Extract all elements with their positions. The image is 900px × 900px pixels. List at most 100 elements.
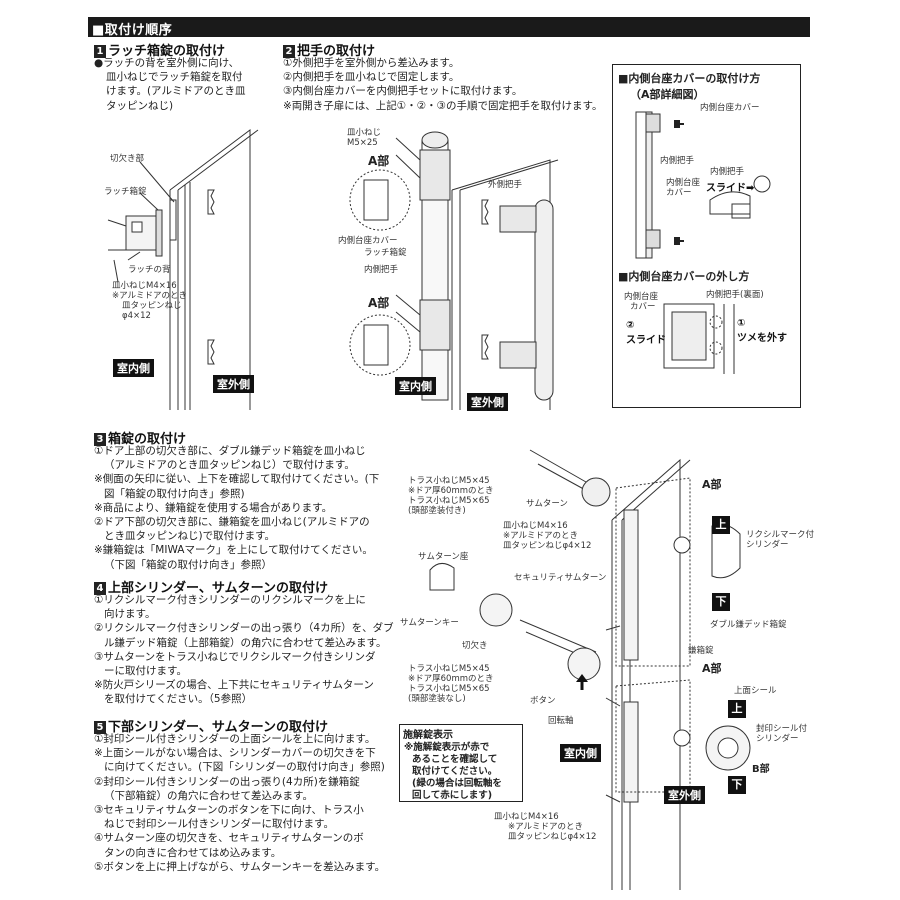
lock-note-line: ※施解錠表示が赤で — [404, 742, 490, 753]
label-latch-lock: ラッチ箱錠 — [104, 187, 147, 197]
cover-diagram — [635, 111, 771, 259]
label-top-seal: 上面シール — [734, 686, 777, 696]
section5-line: タンの向きに合わせてはめ込みます。 — [104, 846, 282, 859]
section4-line: ーに取付けます。 — [104, 665, 187, 678]
section3-line: 図「箱錠の取付け向き」参照) — [104, 487, 245, 500]
label-a-part-3: A部 — [702, 478, 722, 491]
section4-line: ②リクシルマーク付きシリンダーの出っ張り（4カ所）を、ダブ — [94, 622, 394, 635]
section5-line: に向けてください。(下図「シリンダーの取付け向き」参照) — [104, 761, 385, 774]
section1-line: 皿小ねじでラッチ箱錠を取付 — [106, 71, 243, 84]
label-screw-m4-line: 皿小ねじM4×16 — [503, 521, 568, 531]
label-truss-lower-line: トラス小ねじM5×65 — [408, 684, 490, 694]
label-screw: 皿小ねじM4×16 ※アルミドアのとき 皿タッピンねじ φ4×12 — [112, 281, 187, 321]
section2-title-text: 把手の取付け — [297, 44, 376, 59]
label-security-turn: セキュリティサムターン — [514, 573, 607, 583]
section3-line: とき皿タッピンねじ)で取付けます。 — [104, 530, 276, 543]
label-bottom-line: 皿小ねじM4×16 — [494, 812, 559, 822]
label-up-1: 上 — [712, 516, 730, 534]
section1-number: 1 — [94, 45, 106, 58]
section4-title-text: 上部シリンダー、サムターンの取付け — [108, 581, 328, 596]
label-b-part: B部 — [752, 764, 770, 775]
label-outside-3: 室外側 — [664, 786, 705, 804]
cover-label-line: カバー — [666, 188, 692, 198]
label-outer-handle: 外側把手 — [488, 180, 523, 190]
label-thumbturn: サムターン — [526, 499, 568, 509]
label-truss-line: トラス小ねじM5×45 — [408, 476, 490, 486]
section4-line: ③サムターンをトラス小ねじでリクシルマーク付きシリンダ — [94, 650, 376, 663]
lock-note-line: 回して赤にします) — [412, 790, 493, 801]
label-button: ボタン — [530, 696, 556, 706]
section3-body: ①ドア上部の切欠き部に、ダブル鎌デッド箱錠を皿小ねじ （アルミドアのとき皿タッピ… — [94, 444, 394, 572]
label-inside: 室内側 — [113, 359, 154, 377]
label-a-part-1: A部 — [368, 154, 390, 168]
cover-remove-line: 内側台座 — [624, 292, 659, 302]
label-seal-line: シリンダー — [756, 734, 799, 744]
cover-remove-label-cover: 内側台座 カバー — [624, 292, 658, 312]
label-truss-line: ※ドア厚60mmのとき — [408, 486, 494, 496]
section5-line: ①封印シール付きシリンダーの上面シールを上に向けます。 — [94, 733, 376, 745]
section5-line: ③セキュリティサムターンのボタンを下に向け、トラス小 — [94, 804, 364, 817]
section4-line: ①リクシルマーク付きシリンダーのリクシルマークを上に — [94, 594, 366, 606]
lock-indicator-box: 施解錠表示 ※施解錠表示が赤で あることを確認して 取付けてください。 (緑の場… — [399, 724, 523, 802]
section5-line: ④サムターン座の切欠きを、セキュリティサムターンのボ — [94, 832, 364, 845]
label-truss-lower-line: ※ドア厚60mmのとき — [408, 674, 494, 684]
section5-line: ねじで封印シール付きシリンダーに取付けます。 — [104, 818, 334, 831]
label-seal-cylinder: 封印シール付 シリンダー — [756, 724, 807, 744]
label-screw-line: φ4×12 — [122, 311, 151, 321]
cover-remove-label-back: 内側把手(裏面) — [706, 290, 764, 300]
section5-line: ②封印シール付きシリンダーの出っ張り(4カ所)を鎌箱錠 — [94, 775, 360, 788]
label-notch-2: 切欠き — [462, 641, 488, 651]
cover-step2: ② スライド — [626, 320, 666, 346]
section3-line: ※商品により、鎌箱錠を使用する場合があります。 — [94, 501, 333, 514]
label-screw-m4-line: 皿タッピンねじφ4×12 — [503, 541, 592, 551]
label-seal-line: 封印シール付 — [756, 724, 808, 734]
section5-title-text: 下部シリンダー、サムターンの取付け — [108, 720, 328, 735]
label-truss-line: (頭部塗装付き) — [408, 506, 466, 516]
cover-label-inhandle: 内側把手 — [660, 156, 695, 166]
label-truss-lower-line: トラス小ねじM5×45 — [408, 664, 490, 674]
section4-line: ※防火戸シリーズの場合、上下共にセキュリティサムターン — [94, 679, 374, 692]
label-down-1: 下 — [712, 593, 730, 611]
cover-step2-num: ② — [626, 320, 635, 331]
cover-label-cover2: 内側台座 カバー — [666, 178, 700, 198]
section5-line: ※上面シールがない場合は、シリンダーカバーの切欠きを下 — [94, 747, 376, 760]
label-inside-2: 室内側 — [395, 377, 436, 395]
section4-line: を取付けてください。（5参照） — [104, 693, 253, 706]
section3-line: ②ドア下部の切欠き部に、鎌箱錠を皿小ねじ(アルミドアの — [94, 516, 370, 529]
header-title: ■取付け順序 — [92, 23, 173, 38]
label-outside-2: 室外側 — [467, 393, 508, 411]
label-truss-lower-line: (頭部塗装なし) — [408, 694, 466, 704]
lock-indicator-note: ※施解錠表示が赤で あることを確認して 取付けてください。 (緑の場合は回転軸を… — [400, 742, 522, 802]
section3-line: ※側面の矢印に従い、上下を確認して取付けてください。(下 — [94, 473, 380, 486]
label-a-part-2: A部 — [368, 296, 390, 310]
cover-step1-text: ツメを外す — [737, 333, 787, 344]
lock-note-line: 取付けてください。 — [412, 766, 498, 777]
section1-title-text: ラッチ箱錠の取付け — [108, 44, 226, 59]
section1-body: ●ラッチの背を室外側に向け、 皿小ねじでラッチ箱錠を取付 けます。(アルミドアの… — [94, 56, 274, 113]
section3-line: ※鎌箱錠は「MIWAマーク」を上にして取付けてください。 — [94, 544, 373, 557]
cover-label-inhandle2: 内側把手 — [710, 167, 745, 177]
cover-label-line: 内側台座 — [666, 178, 701, 188]
label-screw-m4-lower: 皿小ねじM4×16 ※アルミドアのとき 皿タッピンねじφ4×12 — [494, 812, 596, 842]
section1-diagram — [107, 129, 259, 410]
section2-line: ③内側台座カバーを内側把手セットに取付けます。 — [283, 85, 523, 98]
lock-indicator-title: 施解錠表示 — [403, 730, 453, 741]
cover-title: ■内側台座カバーの取付け方 — [618, 72, 761, 85]
cover-remove-line: カバー — [630, 302, 656, 312]
label-screw-line: ※アルミドアのとき — [112, 291, 188, 301]
label-lixil-line: シリンダー — [746, 540, 789, 550]
section4-number: 4 — [94, 582, 106, 595]
label-turnkey: サムターンキー — [400, 618, 459, 628]
section1-line: ●ラッチの背を室外側に向け、 — [94, 57, 240, 69]
label-screw-line: 皿タッピンねじ — [122, 301, 182, 311]
cover-slide-text: スライド — [706, 183, 746, 194]
label-a-part-4: A部 — [702, 662, 722, 675]
cylinder-diagram — [429, 449, 751, 890]
cover-step1-num: ① — [737, 318, 746, 329]
section5-line: ⑤ボタンを上に押上げながら、サムターンキーを差込みます。 — [94, 860, 386, 873]
section5-body: ①封印シール付きシリンダーの上面シールを上に向けます。 ※上面シールがない場合は… — [94, 732, 394, 874]
label-up-2: 上 — [728, 700, 746, 718]
